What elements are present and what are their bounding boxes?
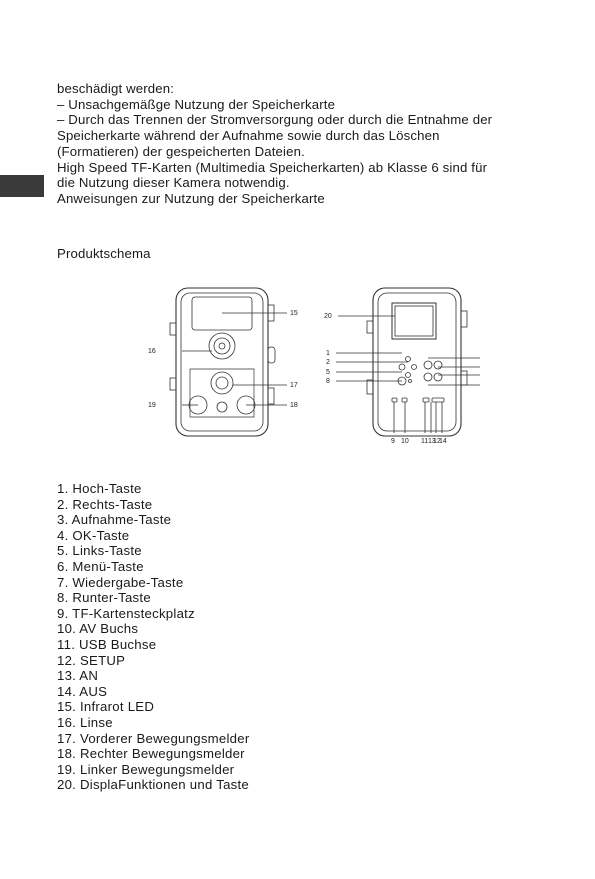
label-18: 18 bbox=[290, 402, 298, 409]
list-item: 20. DisplaFunktionen und Taste bbox=[57, 777, 250, 793]
list-item: 14. AUS bbox=[57, 683, 108, 699]
label-15: 15 bbox=[290, 310, 298, 317]
list-item: 18. Rechter Bewegungsmelder bbox=[57, 746, 245, 762]
parts-list: 1. Hoch-Taste 2. Rechts-Taste 3. Aufnahm… bbox=[57, 481, 249, 793]
list-item: 5. Links-Taste bbox=[57, 543, 142, 559]
list-item: 2. Rechts-Taste bbox=[57, 496, 153, 512]
text-line: – Unsachgemäßge Nutzung der Speicherkart… bbox=[57, 96, 336, 112]
list-item: 16. Linse bbox=[57, 714, 113, 730]
text-line: die Nutzung dieser Kamera notwendig. bbox=[57, 175, 290, 191]
label-10: 10 bbox=[401, 438, 409, 445]
list-item: 17. Vorderer Bewegungsmelder bbox=[57, 730, 250, 746]
label-5: 5 bbox=[326, 369, 330, 376]
storage-card-paragraph: beschädigt werden: – Unsachgemäßge Nutzu… bbox=[57, 81, 557, 207]
camera-front-view: 15 16 17 18 19 bbox=[148, 287, 298, 437]
text-line: – Durch das Trennen der Stromversorgung … bbox=[57, 112, 493, 128]
section-heading: Produktschema bbox=[57, 246, 151, 261]
label-20: 20 bbox=[324, 313, 332, 320]
label-9: 9 bbox=[391, 438, 395, 445]
text-line: beschädigt werden: bbox=[57, 81, 175, 96]
label-8: 8 bbox=[326, 378, 330, 385]
label-1: 1 bbox=[326, 350, 330, 357]
list-item: 8. Runter-Taste bbox=[57, 590, 151, 606]
list-item: 9. TF-Kartensteckplatz bbox=[57, 605, 195, 621]
label-13: 13 bbox=[428, 438, 436, 445]
text-line: (Formatieren) der gespeicherten Dateien. bbox=[57, 143, 305, 159]
list-item: 4. OK-Taste bbox=[57, 527, 130, 543]
label-11: 11 bbox=[421, 438, 428, 445]
list-item: 6. Menü-Taste bbox=[57, 558, 144, 574]
list-item: 13. AN bbox=[57, 668, 99, 684]
list-item: 10. AV Buchs bbox=[57, 621, 139, 637]
label-14: 14 bbox=[439, 438, 447, 445]
list-item: 7. Wiedergabe-Taste bbox=[57, 574, 184, 590]
label-16: 16 bbox=[148, 348, 156, 355]
label-12: 12 bbox=[433, 438, 441, 445]
text-line: High Speed TF-Karten (Multimedia Speiche… bbox=[57, 159, 488, 175]
label-2: 2 bbox=[326, 359, 330, 366]
section-tab-marker bbox=[0, 175, 44, 197]
list-item: 19. Linker Bewegungsmelder bbox=[57, 761, 235, 777]
text-line: Anweisungen zur Nutzung der Speicherkart… bbox=[57, 190, 325, 206]
camera-back-view: 20 1 2 5 8 6 3 4 7 9 10 11 13 12 14 bbox=[324, 287, 500, 445]
list-item: 11. USB Buchse bbox=[57, 636, 157, 652]
text-line: Speicherkarte während der Aufnahme sowie… bbox=[57, 128, 440, 144]
list-item: 12. SETUP bbox=[57, 652, 126, 668]
list-item: 3. Aufnahme-Taste bbox=[57, 512, 172, 528]
list-item: 1. Hoch-Taste bbox=[57, 481, 142, 496]
list-item: 15. Infrarot LED bbox=[57, 699, 155, 715]
label-19: 19 bbox=[148, 402, 156, 409]
label-17: 17 bbox=[290, 382, 298, 389]
product-diagram: 15 16 17 18 19 bbox=[140, 283, 500, 448]
